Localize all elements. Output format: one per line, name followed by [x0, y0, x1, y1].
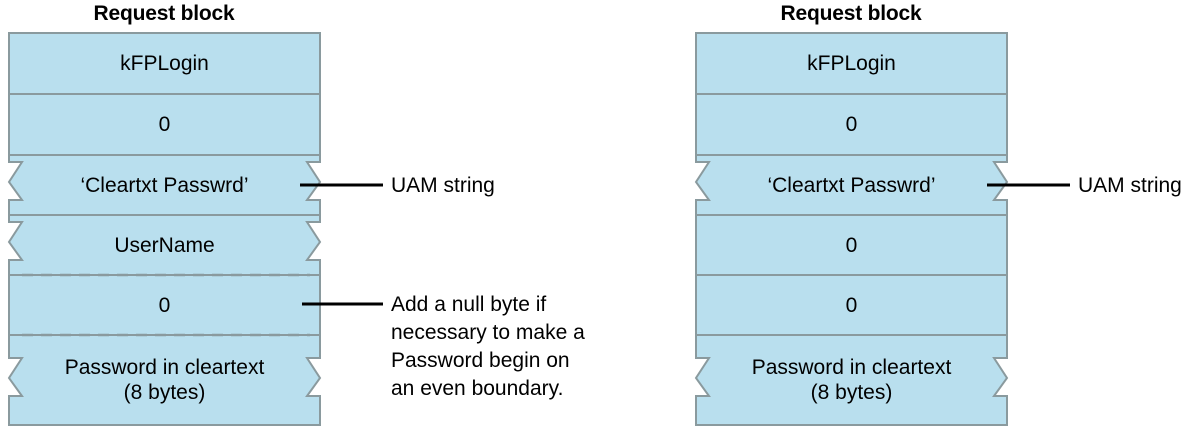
- left-row-label-6: Password in cleartext (8 bytes): [64, 356, 265, 404]
- left-row-label-2: 0: [158, 113, 171, 136]
- right-row-label-4: 0: [845, 233, 858, 257]
- left-row-label-1: kFPLogin: [120, 52, 209, 75]
- left-annotation-null-byte: Add a null byte if necessary to make a P…: [391, 293, 585, 400]
- left-row-label-3: ‘Cleartxt Passwrd’: [80, 173, 249, 197]
- left-row-label-5: 0: [158, 293, 171, 317]
- right-row-label-1: kFPLogin: [807, 52, 896, 75]
- right-row-label-5: 0: [845, 293, 858, 317]
- right-block-title: Request block: [780, 2, 922, 25]
- right-row-label-6: Password in cleartext (8 bytes): [751, 356, 952, 404]
- left-row-label-4: UserName: [114, 233, 215, 257]
- right-annotation-uam-string: UAM string: [1078, 174, 1182, 197]
- right-row-6-shape: [694, 334, 1009, 426]
- left-annotation-uam-string: UAM string: [391, 174, 495, 197]
- left-row-6-shape: [7, 334, 322, 426]
- left-block-title: Request block: [93, 2, 235, 25]
- right-row-label-3: ‘Cleartxt Passwrd’: [767, 173, 936, 197]
- right-row-label-2: 0: [845, 113, 858, 136]
